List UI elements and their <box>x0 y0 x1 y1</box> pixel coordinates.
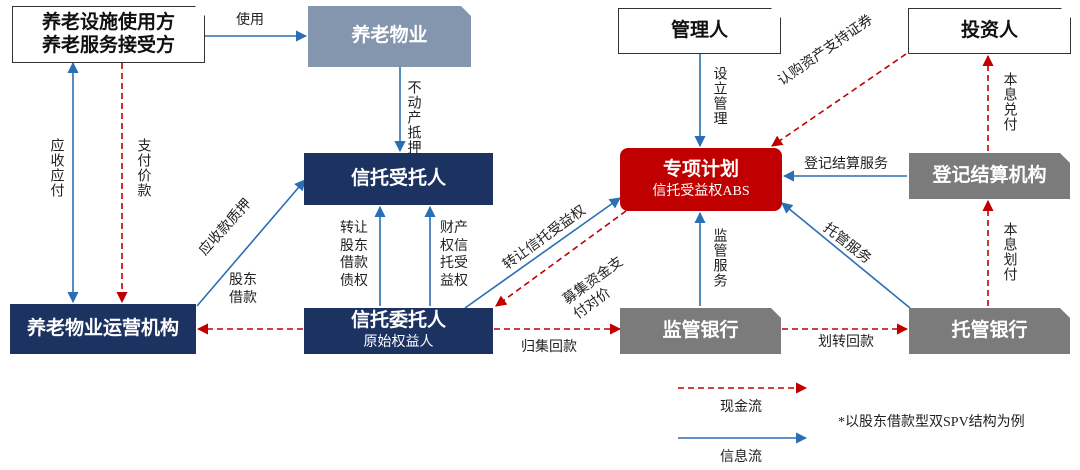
settlor-node: 信托委托人 原始权益人 <box>304 308 493 354</box>
label-principal-transfer: 本息划付 <box>1001 222 1017 282</box>
label-property-trust: 财产权信托受益权 <box>440 221 468 289</box>
legend-cash-label: 现金流 <box>720 400 762 415</box>
investor-node: 投资人 <box>908 8 1071 54</box>
custodian-bank-node: 托管银行 <box>909 308 1070 354</box>
info-arrow-transfer-trust <box>464 197 621 309</box>
cash-arrow-subscribe <box>771 53 907 147</box>
label-collection: 归集回款 <box>521 340 577 355</box>
label-transfer-back: 划转回款 <box>818 335 874 350</box>
registry-label: 登记结算机构 <box>932 164 1047 186</box>
footnote: *以股东借款型双SPV结构为例 <box>838 415 1025 430</box>
special-plan-sub: 信托受益权ABS <box>652 183 750 199</box>
investor-label: 投资人 <box>960 19 1018 41</box>
supervisory-bank-label: 监管银行 <box>662 319 739 341</box>
settlor-sub: 原始权益人 <box>363 335 434 350</box>
label-registry-service: 登记结算服务 <box>804 157 888 172</box>
settlor-label: 信托委托人 <box>350 310 446 332</box>
label-principal-pay: 本息兑付 <box>1001 72 1017 132</box>
label-transfer-loan: 转让股东借款债权 <box>340 221 368 289</box>
info-arrow-custody <box>781 202 911 309</box>
property-node: 养老物业 <box>308 6 471 67</box>
registry-node: 登记结算机构 <box>909 153 1070 199</box>
label-receivable: 应收应付 <box>48 138 64 198</box>
label-establish: 设立管理 <box>711 66 727 126</box>
special-plan-label: 专项计划 <box>662 158 739 180</box>
label-supervision: 监管服务 <box>711 228 727 288</box>
label-use: 使用 <box>236 13 264 28</box>
label-mortgage: 不动产抵押 <box>405 80 421 155</box>
label-shareholder-loan: 股东借款 <box>229 273 257 306</box>
custodian-bank-label: 托管银行 <box>951 319 1028 341</box>
special-plan-node: 专项计划 信托受益权ABS <box>620 148 782 211</box>
facility-user-line2: 养老服务接受方 <box>41 34 175 56</box>
label-payment: 支付价款 <box>135 138 151 198</box>
info-arrow-pledge <box>196 179 306 307</box>
trustee-label: 信托受托人 <box>350 167 446 189</box>
manager-node: 管理人 <box>618 8 781 54</box>
manager-label: 管理人 <box>670 19 728 41</box>
facility-user-line1: 养老设施使用方 <box>41 11 175 33</box>
legend-info-label: 信息流 <box>720 450 762 465</box>
facility-user-node: 养老设施使用方 养老服务接受方 <box>12 6 205 63</box>
operator-node: 养老物业运营机构 <box>10 304 196 354</box>
trustee-node: 信托受托人 <box>304 153 493 205</box>
operator-label: 养老物业运营机构 <box>26 317 179 339</box>
supervisory-bank-node: 监管银行 <box>620 308 781 354</box>
cash-arrow-raise-funds <box>495 210 627 307</box>
property-label: 养老物业 <box>351 25 428 47</box>
